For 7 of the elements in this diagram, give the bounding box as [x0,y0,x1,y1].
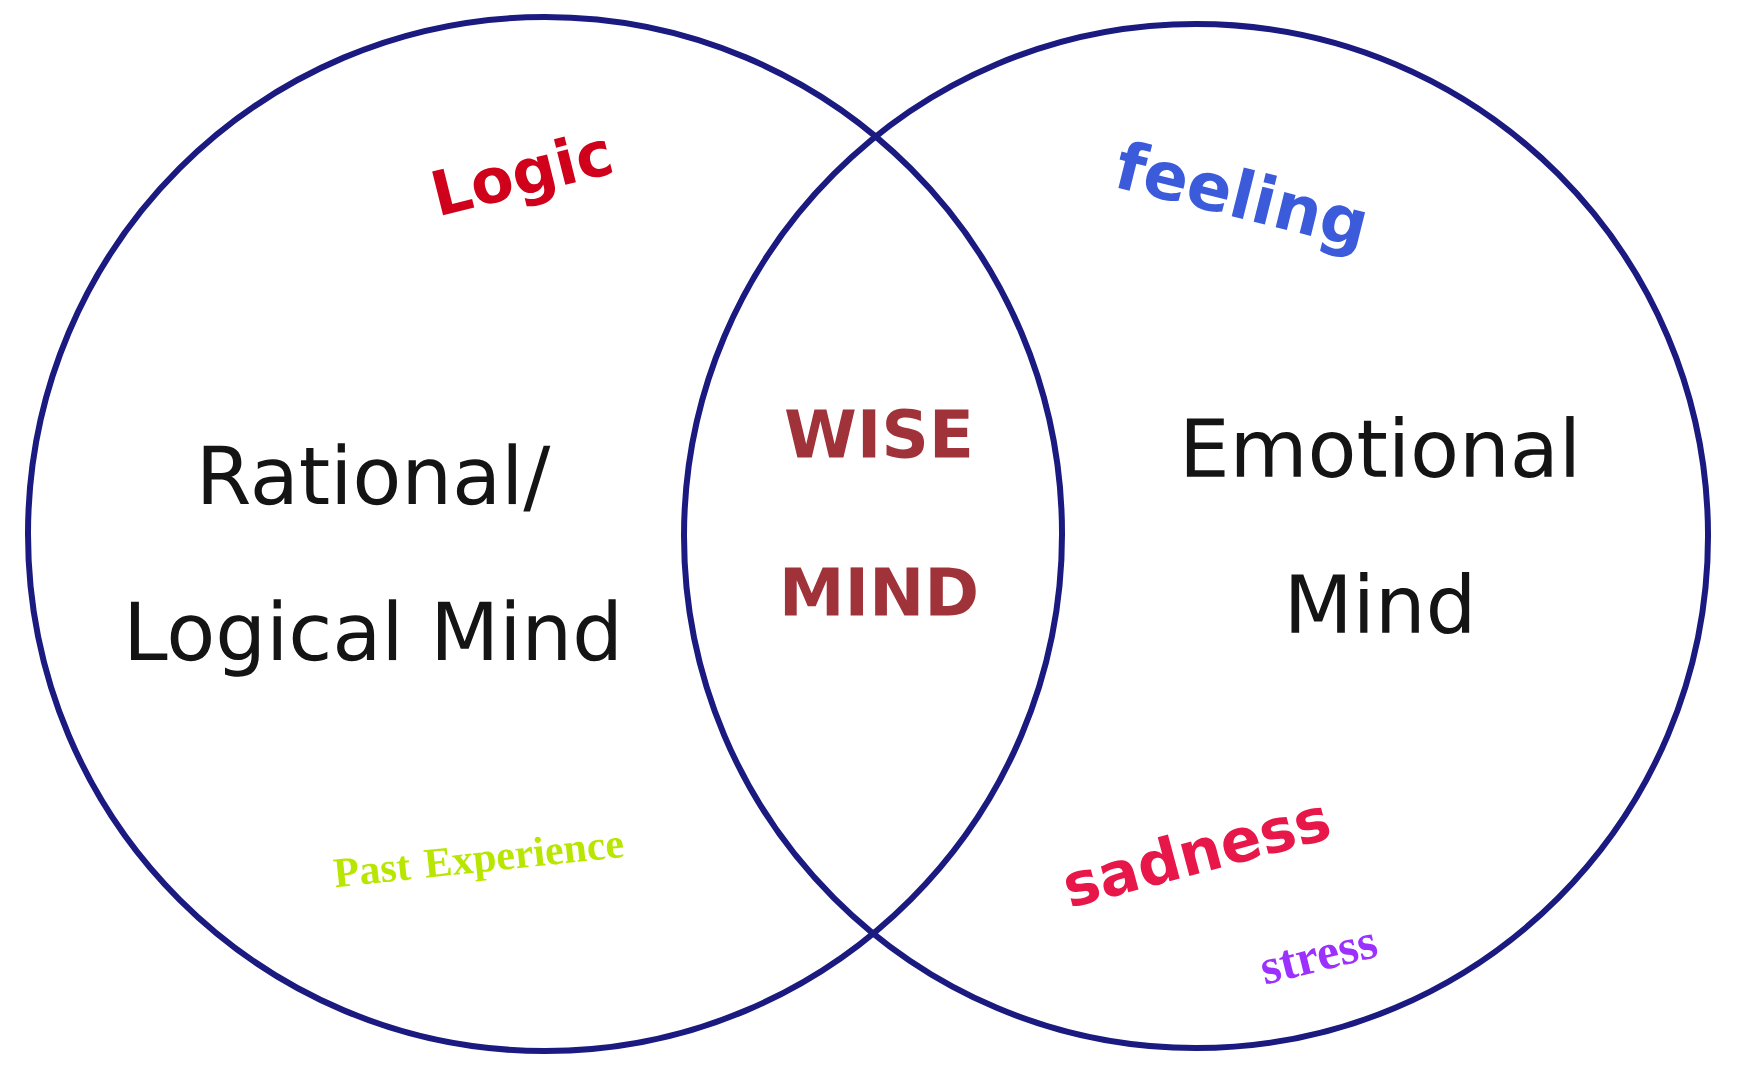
label: sadness [1066,807,1330,906]
label: stress [1262,934,1378,984]
label: Past Experience [332,836,624,888]
label: WISE MIND [784,408,976,616]
circle-text: Emotional Mind [1186,416,1574,634]
circle-text: Rational/ Logical Mind [131,443,616,677]
label: Logic [432,136,613,216]
